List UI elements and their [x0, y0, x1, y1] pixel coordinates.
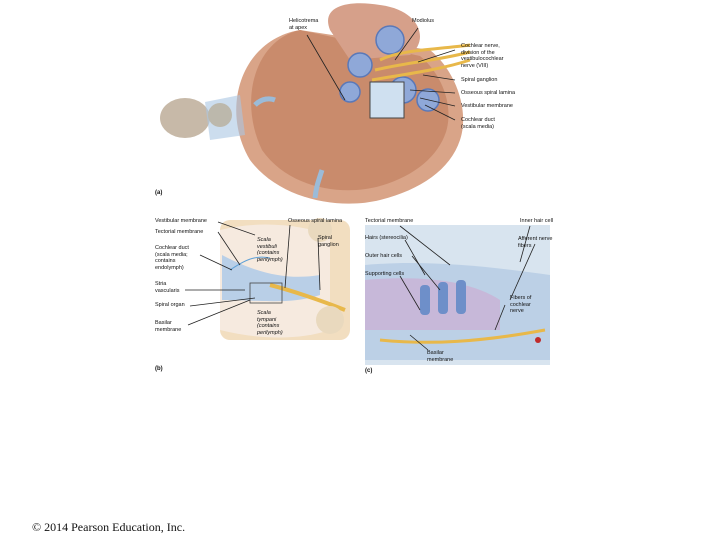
- copyright-notice: © 2014 Pearson Education, Inc.: [32, 520, 186, 534]
- label-outer-hair-cells: Outer hair cells: [365, 253, 402, 259]
- panel-tag-a: (a): [155, 190, 163, 196]
- label-modiolus: Modiolus: [412, 18, 435, 24]
- label-vestibular-membrane-a: Vestibular membrane: [461, 103, 513, 109]
- label-osseous-lamina-b: Osseous spiral lamina: [288, 218, 343, 224]
- label-tectorial-membrane-c: Tectorial membrane: [365, 218, 414, 224]
- label-supporting-cells: Supporting cells: [365, 271, 405, 277]
- label-basilar-membrane-c: Basilar membrane: [427, 350, 454, 363]
- label-scala-tympani: Scala tympani (contains perilymph): [257, 310, 283, 336]
- label-tectorial-membrane-b: Tectorial membrane: [155, 229, 204, 235]
- label-inner-hair-cell: Inner hair cell: [520, 218, 554, 224]
- cochlear-duct-illustration: [220, 218, 350, 340]
- label-cochlear-nerve: Cochlear nerve, division of the vestibul…: [461, 43, 504, 69]
- panel-tag-b: (b): [155, 366, 163, 372]
- label-hairs: Hairs (stereocilia): [365, 235, 408, 241]
- label-stria-vascularis: Stria vascularis: [155, 281, 180, 294]
- label-scala-vestibuli: Scala vestibuli (contains perilymph): [257, 237, 283, 263]
- label-spiral-organ: Spiral organ: [155, 302, 185, 308]
- label-helicotrema: Helicotrema at apex: [289, 18, 319, 31]
- label-fibers-cochlear: Fibers of cochlear nerve: [510, 295, 532, 314]
- panel-tag-c: (c): [365, 368, 373, 374]
- label-basilar-membrane-b: Basilar membrane: [155, 320, 182, 333]
- label-cochlear-duct-b: Cochlear duct (scala media; contains end…: [155, 245, 189, 271]
- label-cochlear-duct-a: Cochlear duct (scala media): [461, 117, 495, 130]
- label-osseous-lamina-a: Osseous spiral lamina: [461, 90, 516, 96]
- label-vestibular-membrane-b: Vestibular membrane: [155, 218, 207, 224]
- label-afferent-nerve: Afferent nerve fibers: [518, 236, 553, 249]
- ear-inset-illustration: [160, 95, 245, 140]
- cochlea-section-illustration: [236, 3, 471, 204]
- label-spiral-ganglion-b: Spiral ganglion: [318, 235, 339, 248]
- label-spiral-ganglion-a: Spiral ganglion: [461, 77, 498, 83]
